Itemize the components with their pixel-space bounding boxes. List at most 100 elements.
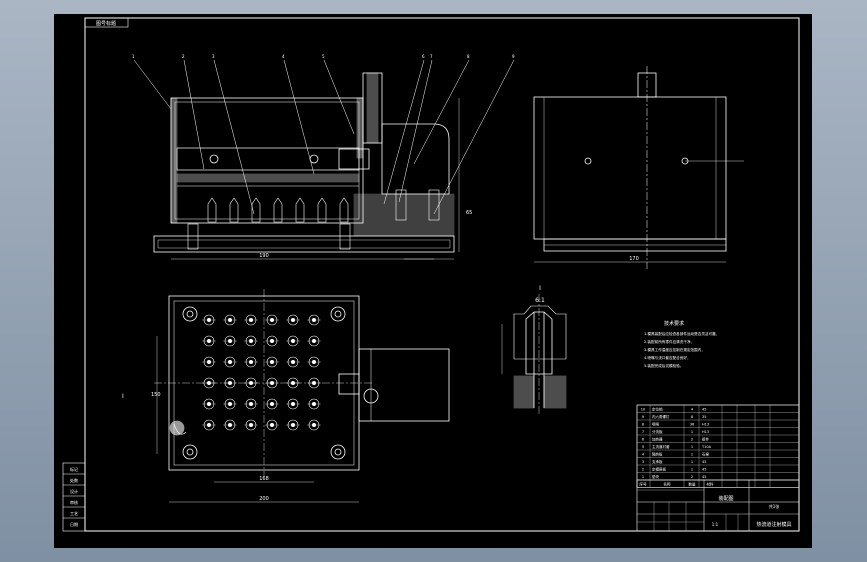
bom-name: 定位销 [652, 407, 663, 412]
nozzle-hole [223, 398, 237, 410]
nozzle-hole [307, 314, 321, 326]
corner-tag: 图号标题 [96, 20, 116, 27]
bom-no: 9 [642, 415, 644, 419]
bom-qty: 1 [691, 460, 693, 464]
bom-mat: 石棉 [702, 452, 710, 457]
nozzle-hole [265, 398, 279, 410]
nozzle-hole [307, 398, 321, 410]
title-block [636, 479, 800, 532]
bom-name: 隔热板 [652, 452, 663, 457]
bom-qty: 2 [691, 475, 693, 479]
front-width-dim: 190 [259, 253, 269, 259]
nozzle-hole [286, 335, 300, 347]
balloon-number: 1 [132, 54, 135, 59]
drawing-border [84, 17, 800, 532]
balloon-number: 6 [422, 54, 425, 59]
bom-header-cell: 数量 [688, 482, 696, 487]
balloon-number: 9 [512, 54, 515, 59]
bom-no: 10 [641, 408, 645, 412]
section-marker: I [122, 393, 124, 400]
bom-name: 内六角螺钉 [652, 414, 670, 419]
bom-row: 10 定位销 4 45 [641, 407, 707, 412]
bom-mat: 45 [702, 468, 706, 472]
front-bolts [187, 189, 440, 250]
bom-name: 喷嘴 [652, 422, 660, 427]
balloon-number: 8 [467, 54, 470, 59]
nozzle-hole [265, 377, 279, 389]
tech-line: 3.模具工作温度应控制在规定范围内， [644, 347, 705, 352]
bom-qty: 4 [691, 408, 694, 412]
nozzle-hole [307, 335, 321, 347]
front-height-dim: 65 [466, 210, 472, 216]
nozzle-hole [307, 356, 321, 368]
bom-no: 3 [642, 460, 644, 464]
strip-label: 审核 [70, 499, 78, 505]
bom-row: 3 支承板 1 45 [642, 459, 707, 464]
tech-line: 1.模具装配后应检查各部件运动是否灵活可靠， [644, 331, 719, 336]
nozzle-hole [223, 335, 237, 347]
balloon-leader: 9 [433, 54, 515, 215]
bom-mat: 组件 [702, 437, 710, 442]
strip-label: 处数 [70, 477, 78, 483]
front-dimensions [171, 98, 460, 260]
nozzle-hole [202, 377, 216, 389]
bom-mat: 45 [702, 408, 706, 412]
plan-height-dim: 150 [151, 392, 161, 398]
bom-mat: T10A [701, 445, 712, 449]
drawing-sheet: 图号标题 标记 处数 设计 审核 工艺 日期 [54, 14, 812, 548]
nozzle-hole [286, 377, 300, 389]
nozzle-hole [244, 356, 258, 368]
balloon-leader: 7 [398, 54, 433, 203]
bom-name: 主流道衬套 [652, 444, 670, 449]
bom-name: 支承板 [652, 459, 663, 464]
strip-label: 标记 [70, 466, 78, 472]
side-width-dim: 170 [629, 256, 639, 262]
nozzle [317, 197, 327, 223]
cad-drawing: 图号标题 标记 处数 设计 审核 工艺 日期 [62, 17, 800, 532]
balloon-leader: 3 [212, 54, 255, 215]
balloon-leader: 2 [182, 54, 205, 170]
balloon-leader: 5 [322, 54, 355, 135]
plan-width-dim: 200 [259, 496, 269, 502]
bom-name: 垫块 [652, 474, 660, 479]
nozzle-hole [244, 314, 258, 326]
bom-mat: 45 [702, 460, 706, 464]
corner-tag-box [84, 17, 129, 28]
title-sheet: 共1张 [769, 503, 780, 509]
nozzle-hole [265, 335, 279, 347]
nozzle-hole [244, 335, 258, 347]
nozzle-hole [244, 419, 258, 431]
nozzle-hole [202, 398, 216, 410]
balloon-number: 3 [212, 54, 215, 59]
front-nozzles [207, 197, 349, 223]
detail-scale: 6:1 [535, 297, 545, 304]
bom-qty: 2 [691, 438, 693, 442]
bom-mat: 45 [702, 475, 706, 479]
nozzle-hole [202, 335, 216, 347]
bom-qty: 8 [691, 415, 693, 419]
tech-title: 技术要求 [664, 320, 684, 327]
bom-qty: 1 [691, 468, 693, 472]
bom-no: 4 [642, 453, 645, 457]
detail-letter: I [539, 285, 541, 292]
strip-label: 日期 [70, 521, 78, 527]
nozzle [295, 197, 305, 223]
bom-no: 7 [642, 430, 644, 434]
front-section-view [153, 72, 455, 253]
tech-line: 4.喷嘴与浇口套应配合良好， [644, 355, 691, 360]
bom-qty: 1 [691, 445, 693, 449]
bom-mat: H13 [702, 423, 709, 427]
nozzle-hole [202, 314, 216, 326]
nozzle-hole [286, 314, 300, 326]
title-company: 装配图 [718, 495, 733, 502]
bom-no: 6 [642, 438, 644, 442]
nozzle-hole [286, 419, 300, 431]
balloon-leader: 4 [282, 54, 315, 175]
